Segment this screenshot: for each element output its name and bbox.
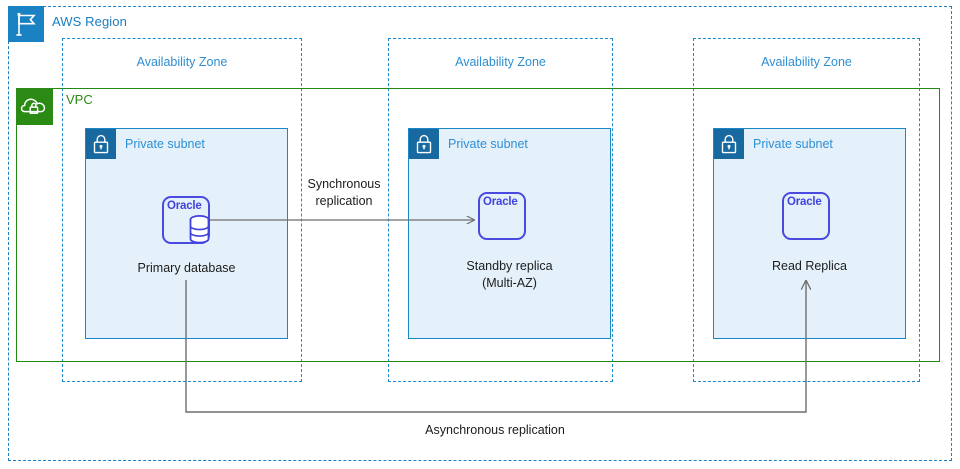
aws-region-label: AWS Region <box>52 14 127 29</box>
lock-icon <box>86 129 116 159</box>
aws-region-boundary <box>8 6 952 461</box>
lock-icon <box>409 129 439 159</box>
availability-zone-3-label: Availability Zone <box>761 55 852 69</box>
oracle-instance-icon <box>478 192 526 240</box>
private-subnet-3-header: Private subnet <box>714 129 833 159</box>
synchronous-replication-label: Synchronous replication <box>307 177 381 208</box>
oracle-instance-icon <box>782 192 830 240</box>
primary-database-caption: Primary database <box>137 261 236 275</box>
oracle-wordmark: Oracle <box>167 200 202 212</box>
private-subnet-3-label: Private subnet <box>753 137 833 151</box>
asynchronous-replication-label: Asynchronous replication <box>425 423 565 437</box>
availability-zone-2-label: Availability Zone <box>455 55 546 69</box>
read-replica-caption: Read Replica <box>771 259 848 273</box>
availability-zone-1: Availability Zone <box>62 38 302 382</box>
private-subnet-1-label: Private subnet <box>125 137 205 151</box>
database-cylinder-icon <box>189 215 210 244</box>
vpc-cloud-lock-icon <box>16 88 53 125</box>
vpc-label: VPC <box>66 92 93 107</box>
oracle-wordmark: Oracle <box>483 196 518 208</box>
oracle-primary-database-node: Oracle <box>162 196 210 244</box>
lock-icon <box>714 129 744 159</box>
standby-replica-caption: Standby replica (Multi-AZ) <box>466 259 553 290</box>
aws-region-flag-icon <box>8 6 44 42</box>
private-subnet-2-header: Private subnet <box>409 129 528 159</box>
private-subnet-2-label: Private subnet <box>448 137 528 151</box>
oracle-wordmark: Oracle <box>787 196 822 208</box>
availability-zone-1-label: Availability Zone <box>136 55 228 69</box>
private-subnet-1-header: Private subnet <box>86 129 205 159</box>
oracle-read-replica-node: Oracle <box>782 192 830 240</box>
oracle-standby-replica-node: Oracle <box>478 192 526 240</box>
